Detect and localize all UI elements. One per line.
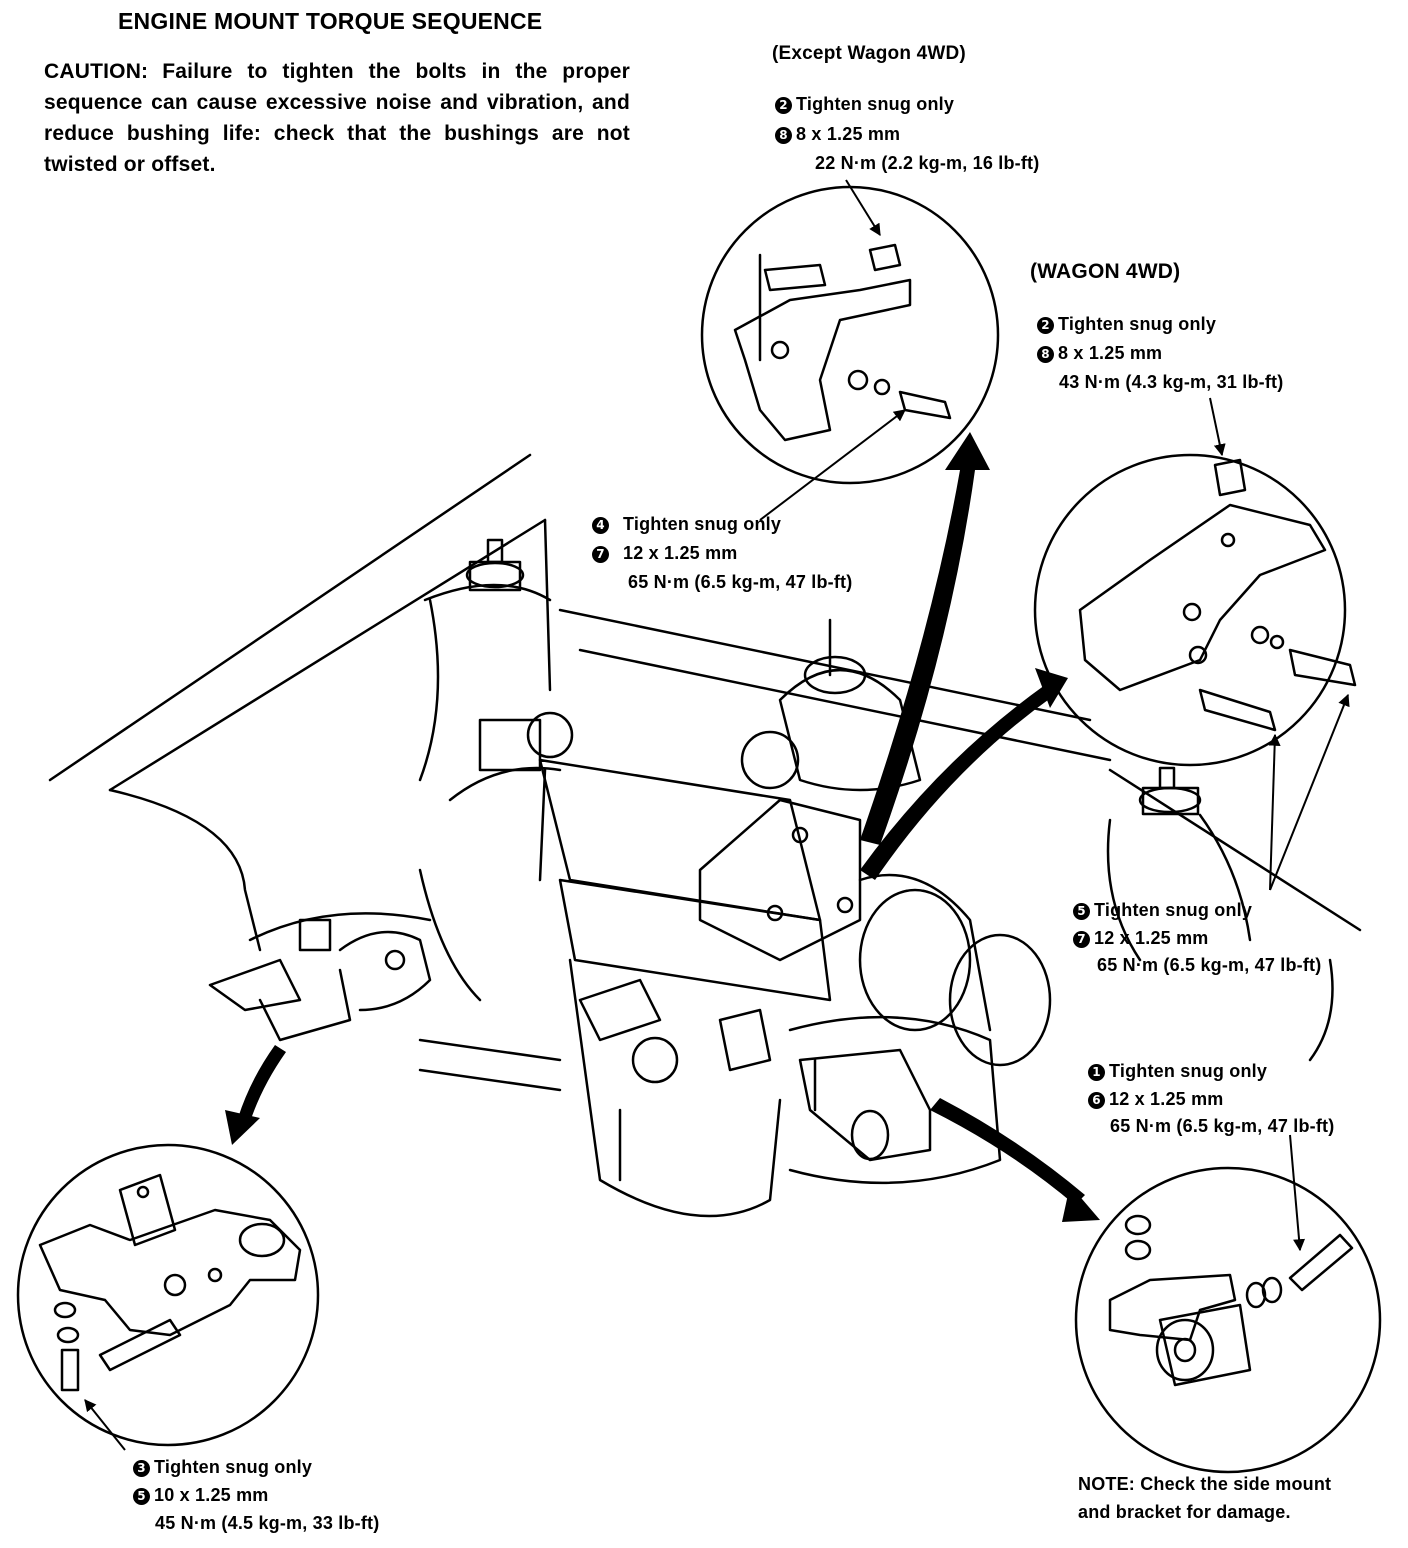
leader-lines — [84, 179, 1350, 1451]
step-marker: 7 — [1073, 931, 1090, 948]
side-mount-detail-circle — [1074, 1166, 1382, 1474]
step-marker: 3 — [133, 1460, 150, 1477]
step-marker: 4 — [592, 517, 609, 534]
except-wagon-heading: (Except Wagon 4WD) — [772, 43, 966, 64]
step-marker: 5 — [1073, 903, 1090, 920]
note-line-1: NOTE: Check the side mount — [1078, 1474, 1332, 1494]
except-wagon-detail-circle — [700, 185, 1000, 485]
side-mount-installed — [798, 1048, 932, 1162]
rear-mount-torque: 65 N·m (6.5 kg-m, 47 lb-ft) — [1097, 955, 1322, 975]
step-marker: 6 — [1088, 1092, 1105, 1109]
caution-note: CAUTION:Failure to tighten the bolts in … — [44, 56, 630, 180]
except-wagon-torque: 22 N·m (2.2 kg-m, 16 lb-ft) — [815, 153, 1040, 173]
center-mount-torque: 65 N·m (6.5 kg-m, 47 lb-ft) — [628, 572, 853, 592]
caution-text: Failure to tighten the bolts in the prop… — [44, 60, 630, 176]
left-mount-detail-circle — [16, 1143, 320, 1447]
step-marker: 2 — [1037, 317, 1054, 334]
engine-block — [418, 618, 1052, 1218]
left-mount-torque: 45 N·m (4.5 kg-m, 33 lb-ft) — [155, 1513, 380, 1533]
right-strut-tower — [1106, 766, 1252, 962]
wagon-4wd-bracket-detail — [1078, 458, 1357, 732]
left-mount-bracket-installed — [208, 918, 432, 1042]
left-mount-detail — [38, 1173, 302, 1392]
left-strut-tower — [418, 538, 525, 782]
engine-bay-outline — [48, 453, 1362, 1062]
step-marker: 8 — [775, 127, 792, 144]
side-mount-torque: 65 N·m (6.5 kg-m, 47 lb-ft) — [1110, 1116, 1335, 1136]
page-title: ENGINE MOUNT TORQUE SEQUENCE — [118, 8, 543, 34]
caution-label: CAUTION: — [44, 60, 149, 83]
wagon-4wd-torque: 43 N·m (4.3 kg-m, 31 lb-ft) — [1059, 372, 1284, 392]
step-marker: 7 — [592, 546, 609, 563]
wagon-4wd-detail-circle — [1033, 453, 1347, 767]
note-line-2: and bracket for damage. — [1078, 1502, 1291, 1522]
callout-arrows — [225, 432, 1100, 1222]
step-marker: 5 — [133, 1488, 150, 1505]
wagon-4wd-heading: (WAGON 4WD) — [1030, 260, 1181, 283]
step-marker: 2 — [775, 97, 792, 114]
except-wagon-bracket-detail — [733, 243, 952, 442]
side-mount-detail — [1108, 1214, 1354, 1387]
step-marker: 1 — [1088, 1064, 1105, 1081]
step-marker: 8 — [1037, 346, 1054, 363]
